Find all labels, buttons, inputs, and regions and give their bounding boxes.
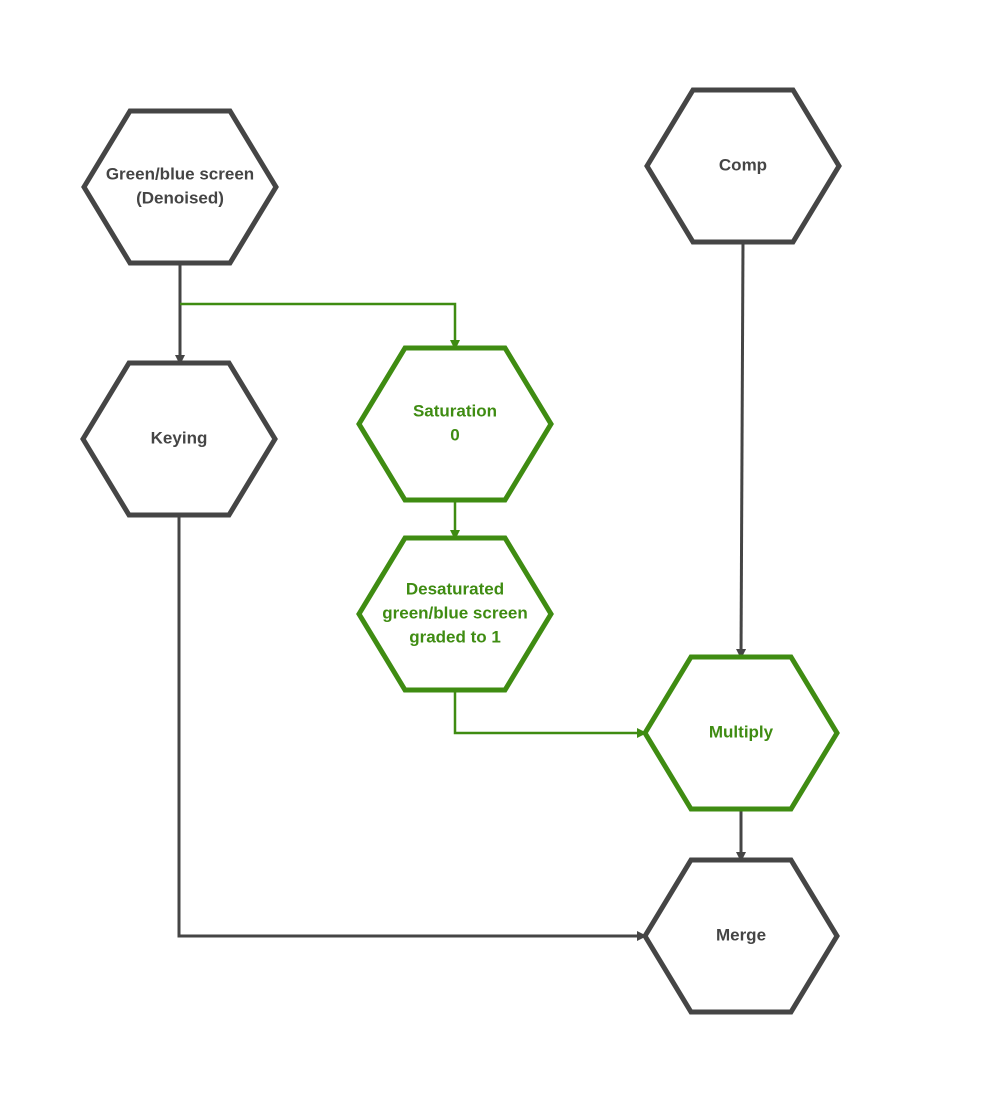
node-saturation-label-line-1: 0 <box>450 425 459 444</box>
node-saturation-hexagon <box>356 345 554 503</box>
edge-desaturated-to-multiply <box>453 690 647 738</box>
node-keying[interactable]: Keying <box>80 360 278 518</box>
node-desaturated[interactable]: Desaturated green/blue screen graded to 1 <box>356 535 554 693</box>
node-multiply-hexagon <box>642 654 840 812</box>
node-comp-hexagon <box>644 87 842 245</box>
node-green-blue-screen-hexagon <box>81 108 279 266</box>
node-merge[interactable]: Merge <box>642 857 840 1015</box>
node-desaturated-hexagon <box>356 535 554 693</box>
node-green-blue-screen-label-line-0: Green/blue screen <box>106 164 254 183</box>
node-saturation-label-line-0: Saturation <box>413 401 497 420</box>
edge-comp-to-multiply <box>736 241 747 659</box>
node-green-blue-screen-label-line-1: (Denoised) <box>136 188 224 207</box>
node-comp[interactable]: Comp <box>644 87 842 245</box>
node-keying-label-line-0: Keying <box>151 428 208 447</box>
node-saturation[interactable]: Saturation 0 <box>356 345 554 503</box>
node-multiply-label-line-0: Multiply <box>709 722 774 741</box>
node-desaturated-label-line-1: green/blue screen <box>382 603 528 622</box>
edges-layer <box>175 241 747 941</box>
node-green-blue-screen[interactable]: Green/blue screen (Denoised) <box>81 108 279 266</box>
node-keying-hexagon <box>80 360 278 518</box>
node-merge-label-line-0: Merge <box>716 925 766 944</box>
edge-keying-to-merge <box>177 515 647 941</box>
node-desaturated-label-line-2: graded to 1 <box>409 627 501 646</box>
node-comp-label-line-0: Comp <box>719 155 767 174</box>
node-merge-hexagon <box>642 857 840 1015</box>
node-desaturated-label-line-0: Desaturated <box>406 579 504 598</box>
node-multiply[interactable]: Multiply <box>642 654 840 812</box>
edge-green-blue-screen-to-saturation <box>180 302 460 350</box>
